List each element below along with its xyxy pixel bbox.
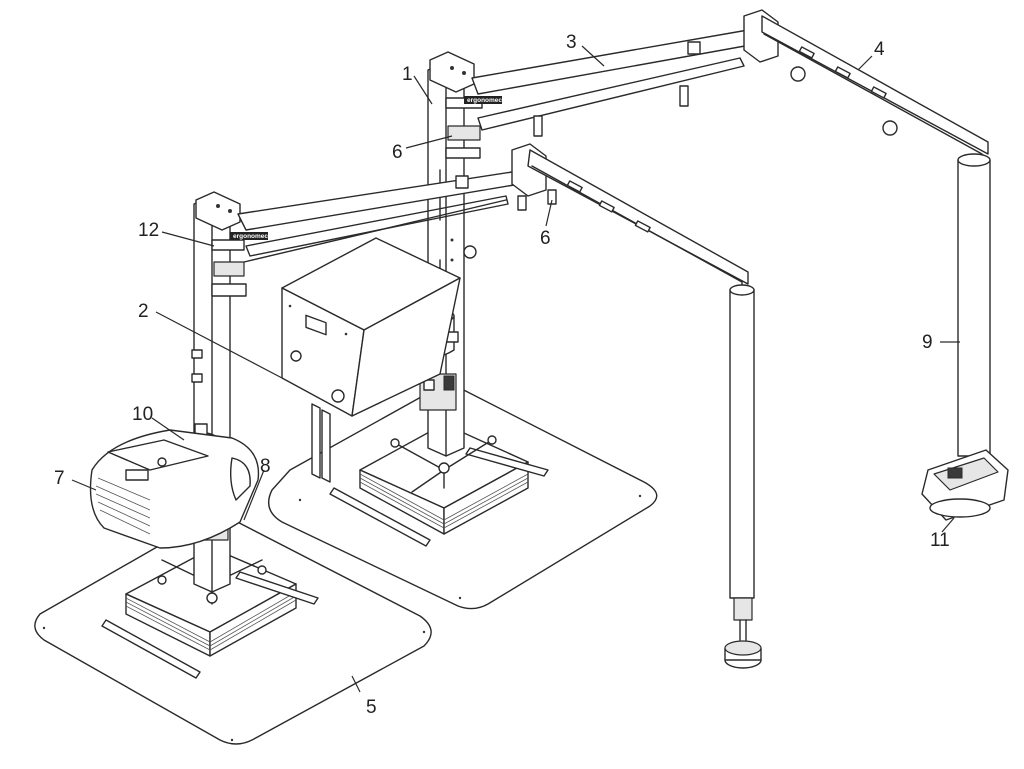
floor-plate-rear: [268, 381, 658, 610]
floor-plate-front: [34, 511, 432, 745]
callout-6-front: 6: [540, 228, 551, 249]
callout-11: 11: [930, 530, 950, 551]
callout-9: 9: [922, 332, 933, 353]
articulated-arm-rear: [471, 9, 779, 137]
drop-tube-front: [724, 284, 762, 669]
callout-12: 12: [138, 220, 159, 241]
callout-1: 1: [402, 64, 413, 85]
tool-housing: [89, 429, 260, 549]
column-2-base-stack: [329, 423, 549, 547]
callout-5: 5: [366, 697, 377, 718]
callout-leaders: [71, 45, 960, 693]
boom-rear: [761, 15, 989, 161]
drop-tube-rear: [921, 153, 1009, 521]
boom-front: [527, 149, 749, 291]
brand-label-front: ergonomech: [233, 233, 272, 240]
callout-4: 4: [874, 39, 885, 60]
callout-labels: 1 2 3 4 5 6 6 7 8 9 10 11 12: [54, 32, 950, 718]
callout-2: 2: [138, 301, 149, 322]
control-cabinet: [281, 237, 461, 483]
callout-6-rear: 6: [392, 142, 403, 163]
callout-7: 7: [54, 468, 65, 489]
callout-3: 3: [566, 32, 577, 53]
callout-8: 8: [260, 456, 271, 477]
callout-10: 10: [132, 404, 153, 425]
brand-label-rear: ergonomech: [467, 97, 506, 104]
